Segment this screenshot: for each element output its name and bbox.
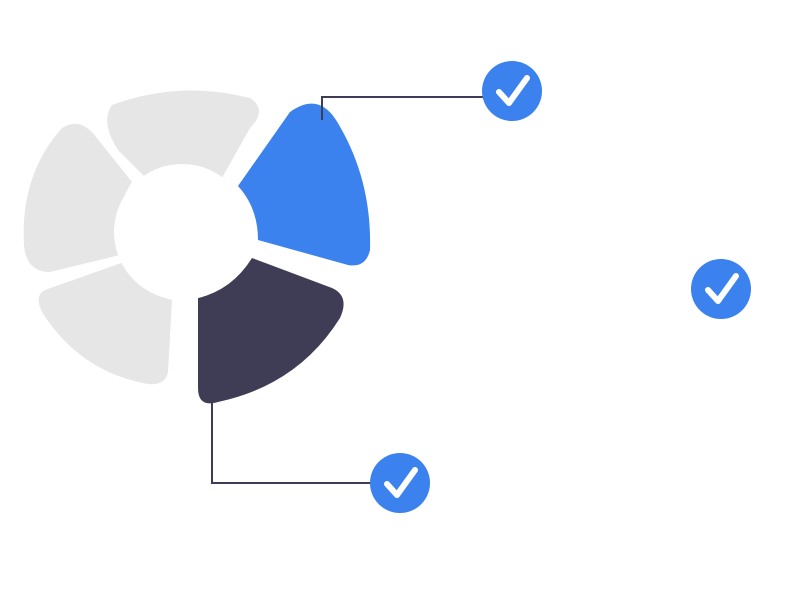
check-bottom-icon (370, 453, 430, 513)
donut-center (114, 164, 250, 300)
segment-bottom-right (198, 258, 344, 404)
segment-bottom-left (38, 262, 173, 385)
connector-top (321, 96, 484, 120)
segment-left (23, 123, 132, 272)
segment-top-left (107, 90, 259, 180)
connector-bottom (211, 402, 372, 484)
check-top-icon (482, 61, 542, 121)
segment-top-right (238, 103, 371, 266)
check-right-icon (691, 259, 751, 319)
